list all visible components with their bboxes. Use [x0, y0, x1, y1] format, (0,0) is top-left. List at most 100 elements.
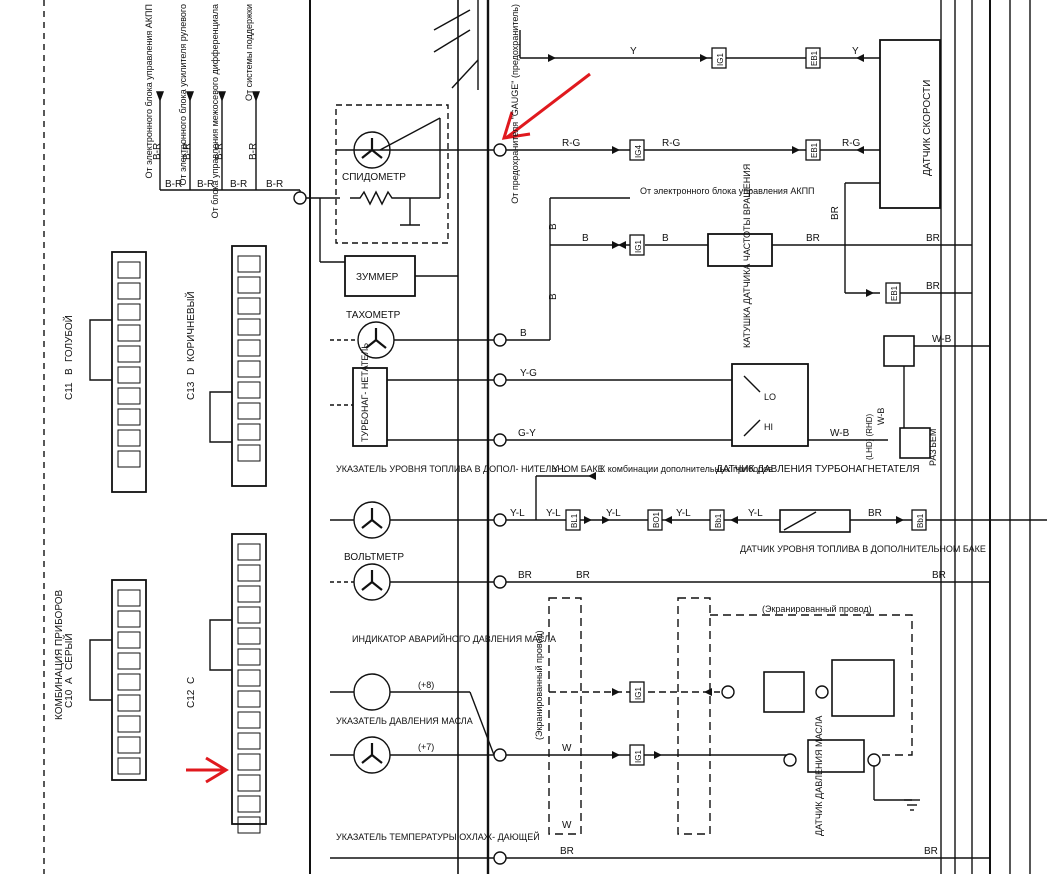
turbo-switch-lo — [743, 375, 761, 393]
speedometer-box — [335, 104, 449, 244]
conn-ig1: IG1 — [634, 750, 643, 763]
label-b-r: B-R — [165, 179, 182, 190]
connector-pin — [237, 774, 261, 792]
rotation-coil-box — [707, 233, 773, 267]
top-switch — [433, 9, 471, 31]
label-b: B — [582, 233, 589, 244]
connector-pin — [117, 715, 141, 733]
label-shielded: (Экранированный провод) — [762, 604, 872, 614]
label-oil-sensor: ДАТЧИК ДАВЛЕНИЯ МАСЛА — [814, 716, 824, 836]
speedometer-gauge — [353, 131, 391, 169]
terminal-markers — [293, 143, 881, 865]
turbo-pressure-sensor-box — [731, 363, 809, 447]
connector-c13 — [231, 245, 267, 487]
connector-pins — [117, 255, 261, 834]
label-br: BR — [518, 570, 532, 581]
connector-pin — [117, 324, 141, 342]
connector-c13-latch — [209, 391, 232, 443]
wire-oil-merge — [469, 691, 495, 756]
connector-pin — [237, 732, 261, 750]
connector-pin — [117, 303, 141, 321]
top-switch — [433, 29, 471, 53]
connector-g — [763, 671, 805, 713]
connector-pin — [237, 402, 261, 420]
conn-eb1: EB1 — [810, 142, 819, 158]
label-fuel-sensor: ДАТЧИК УРОВНЯ ТОПЛИВА В ДОПОЛНИТЕЛЬНОМ Б… — [740, 544, 986, 554]
connector-pin — [237, 585, 261, 603]
label-c10: C10 — [64, 689, 75, 708]
label-c11-letter: B — [64, 368, 75, 375]
connector-pin — [237, 564, 261, 582]
label-b-r: B-R — [152, 143, 163, 160]
label-y-g: Y-G — [520, 368, 537, 379]
conn-ig4: IG4 — [634, 145, 643, 158]
label-lo: LO — [764, 392, 776, 402]
conn-bo1: BO1 — [652, 511, 661, 528]
fuel-sensor-wiper — [783, 511, 817, 531]
connector-c11 — [111, 251, 147, 493]
label-br: BR — [806, 233, 820, 244]
label-hi: HI — [764, 422, 773, 432]
label-b: B — [548, 223, 559, 230]
label-y-l: Y-L — [676, 508, 691, 519]
label-c13: C13 — [186, 381, 197, 400]
speedo-resistor — [350, 190, 410, 206]
label-oil-gauge: УКАЗАТЕЛЬ ДАВЛЕНИЯ МАСЛА — [336, 716, 473, 726]
label-b: B — [520, 328, 527, 339]
arrow-up — [251, 91, 261, 102]
label-r-g: R-G — [562, 138, 581, 149]
label-br: BR — [830, 206, 841, 220]
label-razem: РАЗЪЕМ — [928, 429, 938, 466]
label-y: Y — [852, 46, 859, 57]
label-c10-letter: A — [64, 677, 75, 684]
connector-pin — [237, 297, 261, 315]
label-y-l: Y-L — [510, 508, 525, 519]
connector-pin — [117, 450, 141, 468]
connector-pin — [237, 690, 261, 708]
label-y-l: Y-L — [552, 464, 567, 475]
label-oil-warning: ИНДИКАТОР АВАРИЙНОГО ДАВЛЕНИЯ МАСЛА — [352, 633, 556, 644]
label-w-b: W-B — [932, 334, 952, 345]
red-annotations — [186, 72, 591, 784]
connector-pin — [237, 444, 261, 462]
label-w-b: W-B — [830, 428, 850, 439]
wire-arrows — [548, 54, 904, 759]
connector-razem — [899, 427, 931, 459]
label-shielded: (Экранированный провод) — [534, 630, 544, 740]
arrow-up — [217, 91, 227, 102]
oil-sensor-box — [807, 739, 865, 773]
connector-pin — [117, 757, 141, 775]
label-b-r: B-R — [266, 179, 283, 190]
label-c13-letter: D — [186, 368, 197, 375]
label-speedometer: СПИДОМЕТР — [342, 172, 406, 183]
label-coolant: УКАЗАТЕЛЬ ТЕМПЕРАТУРЫ ОХЛАЖ- ДАЮЩЕЙ — [336, 831, 540, 842]
label-from-atp: От электронного блока управления АКПП — [640, 186, 815, 196]
label-c11-color: ГОЛУБОЙ — [62, 315, 75, 362]
note-plus8: (+8) — [418, 680, 434, 690]
connector-pin — [117, 282, 141, 300]
arrow-up — [185, 91, 195, 102]
connector-pin — [117, 366, 141, 384]
label-y-l: Y-L — [606, 508, 621, 519]
note-diff-ecu: От блока управления межосевого дифференц… — [210, 4, 220, 218]
connector-pin — [237, 711, 261, 729]
label-buzzer: ЗУММЕР — [356, 272, 399, 283]
label-br: BR — [932, 570, 946, 581]
connector-c11-latch — [89, 319, 112, 381]
inline-connectors — [565, 47, 927, 766]
turbo-switch-hi — [743, 419, 761, 437]
arrow-up — [155, 91, 165, 102]
connector-pin — [117, 694, 141, 712]
label-r-g: R-G — [842, 138, 861, 149]
connector-pin — [237, 648, 261, 666]
gauge-needles — [361, 138, 387, 764]
label-w: W — [562, 820, 572, 831]
shield-box-right — [710, 614, 913, 756]
connector-c10-latch — [89, 639, 112, 701]
conn-eb1: EB1 — [890, 285, 899, 301]
label-w: W — [562, 743, 572, 754]
conn-bl1: BL1 — [570, 513, 579, 528]
speedo-reed — [379, 117, 441, 151]
connector-pin — [237, 543, 261, 561]
